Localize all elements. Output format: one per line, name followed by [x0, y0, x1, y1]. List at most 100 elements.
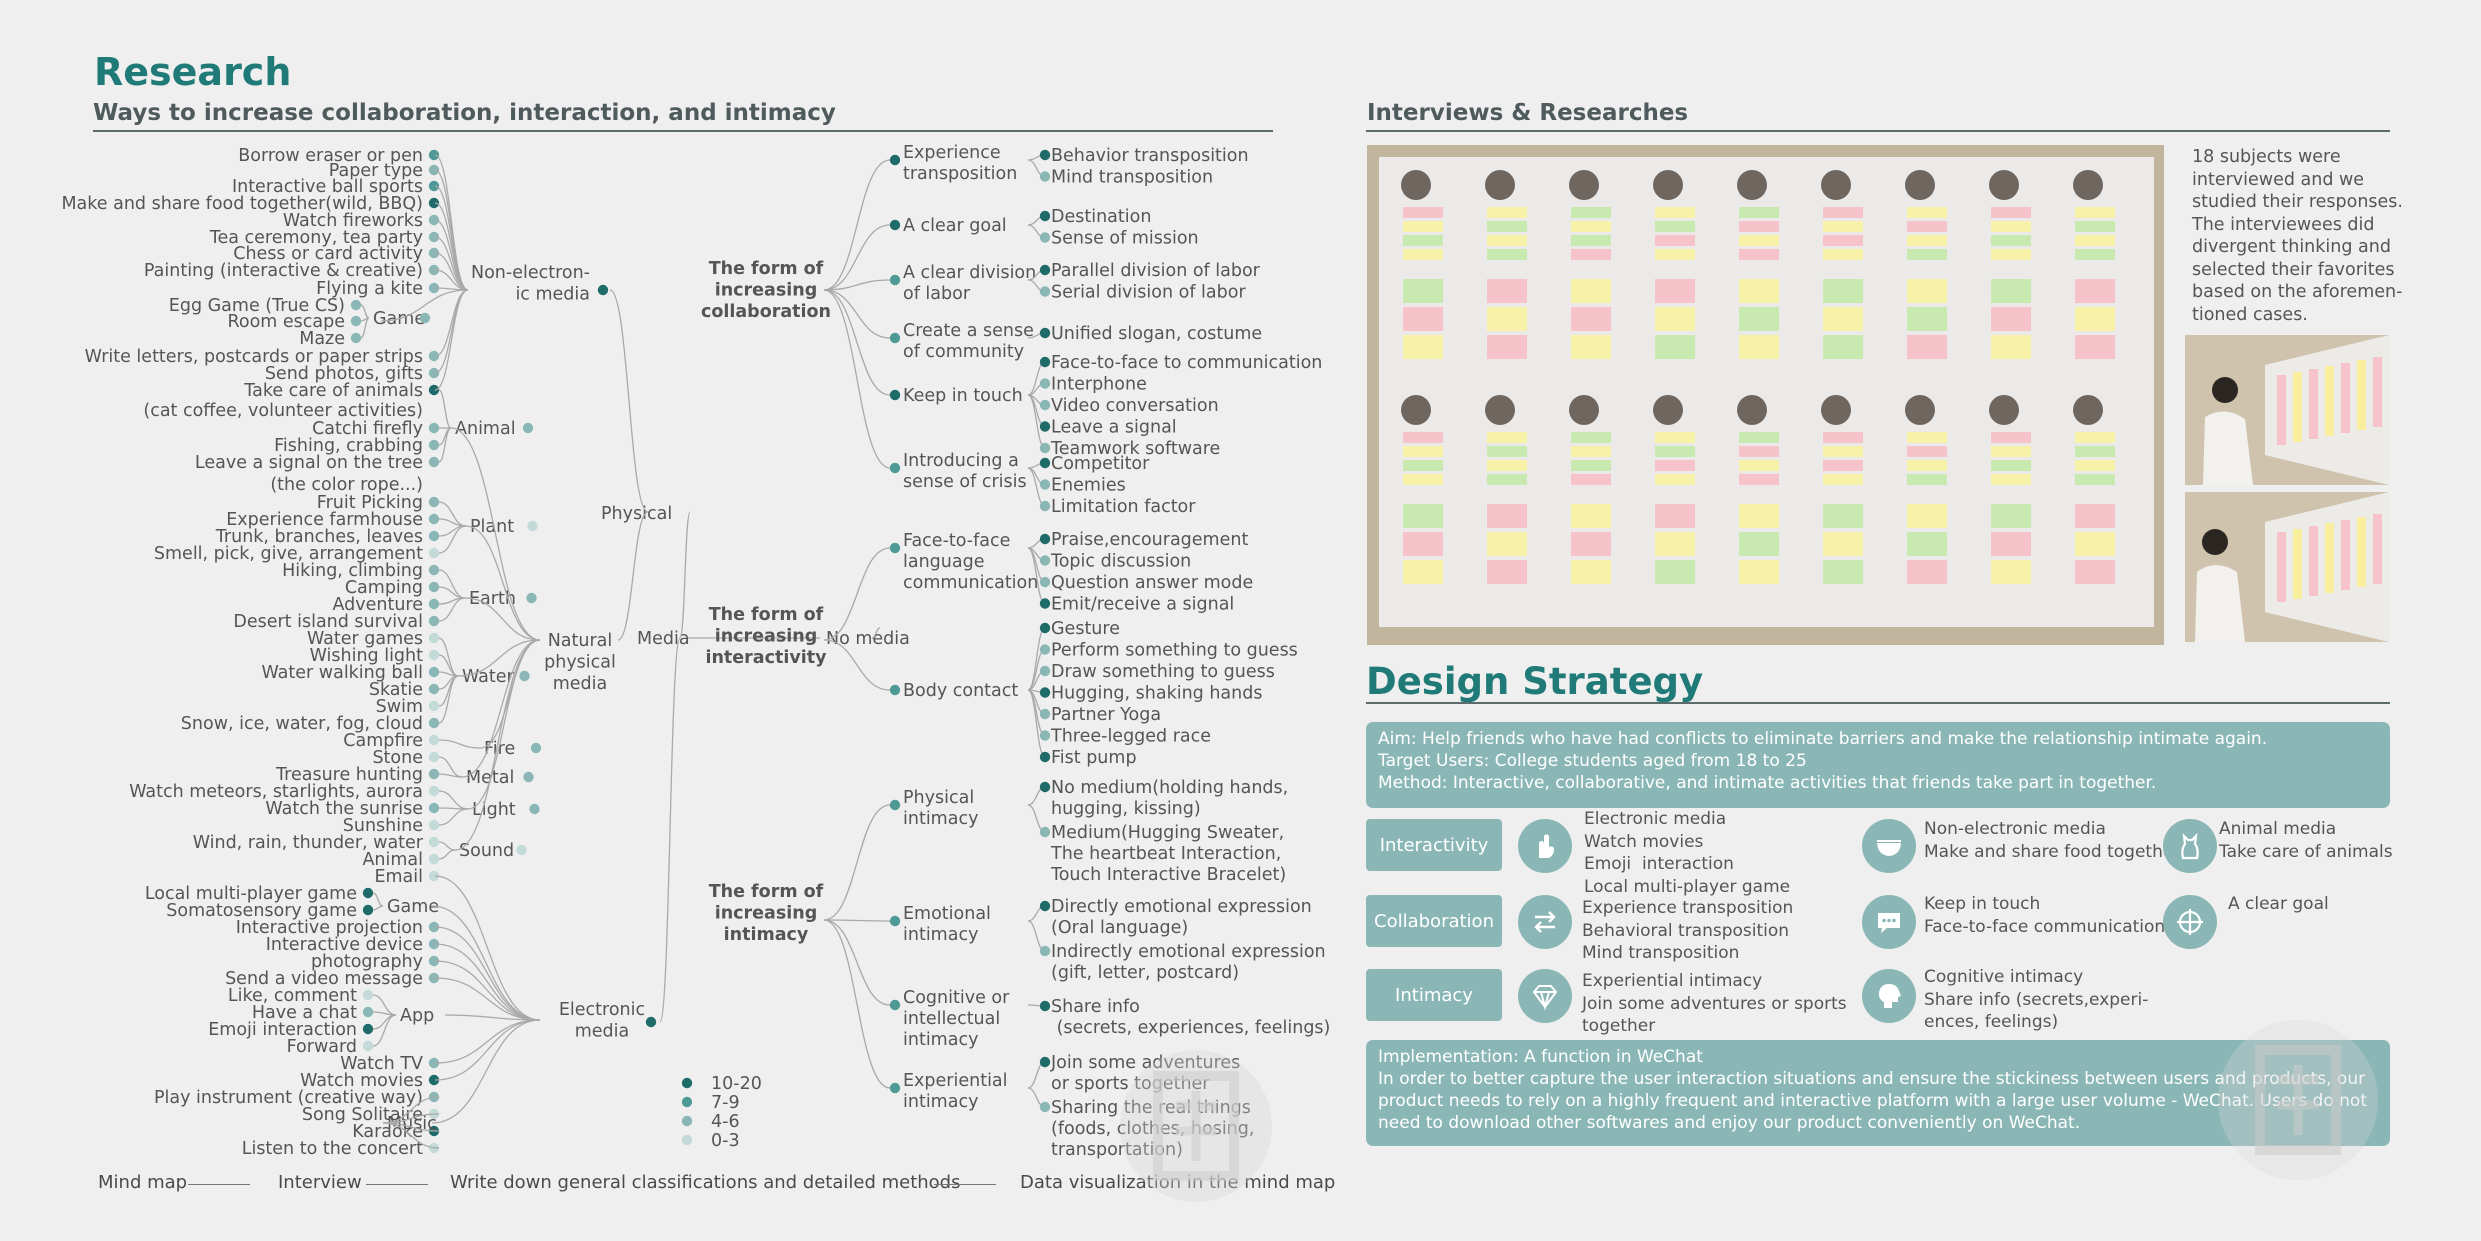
- leaf-label: (cat coffee, volunteer activities): [143, 401, 423, 421]
- sticky-note: [1571, 221, 1611, 232]
- sticky-note: [1823, 307, 1863, 331]
- subject-avatar: [1737, 395, 1767, 425]
- sticky-note: [1487, 532, 1527, 556]
- legend-dot: [428, 649, 440, 661]
- sub-item: Face-to-face to communication: [1051, 353, 1322, 373]
- interviews-rule: [1366, 130, 2390, 132]
- sticky-note: [1571, 460, 1611, 471]
- category-fire: Fire: [484, 739, 515, 759]
- leaf-label: Local multi-player game: [145, 884, 357, 904]
- connector: [659, 637, 681, 1023]
- legend-dot: [681, 1096, 693, 1108]
- leaf-label: Water walking ball: [261, 663, 423, 683]
- sticky-note: [1655, 335, 1695, 359]
- process-step-interview: Interview: [278, 1172, 362, 1193]
- sticky-note: [1907, 249, 1947, 260]
- branch-nomedia: No media: [826, 629, 910, 649]
- connector: [434, 289, 469, 391]
- sticky-note: [2075, 221, 2115, 232]
- legend-dot: [428, 1074, 440, 1086]
- sticky-note: [1487, 221, 1527, 232]
- sticky-note: [1907, 446, 1947, 457]
- sticky-note: [1655, 560, 1695, 584]
- leaf-label: Interactive device: [266, 935, 423, 955]
- leaf-label: Maze: [299, 329, 345, 349]
- legend-dot: [428, 802, 440, 814]
- leaf-label: Watch the sunrise: [265, 799, 423, 819]
- sub-item: Leave a signal: [1051, 418, 1177, 438]
- legend-label: 10-20: [711, 1074, 762, 1094]
- sticky-note: [1907, 474, 1947, 485]
- interactivity-animal-text: Animal media Take care of animals: [2219, 819, 2393, 862]
- connector: [380, 289, 469, 322]
- sticky-note: [1571, 279, 1611, 303]
- process-step-classification: Write down general classifications and d…: [450, 1172, 961, 1193]
- sticky-note: [1403, 504, 1443, 528]
- sub-item: Parallel division of labor: [1051, 261, 1261, 281]
- process-connector: [188, 1184, 250, 1185]
- interactivity-nonelectronic-text: Non-electronic media Make and share food…: [1924, 819, 2181, 862]
- leaf-label: photography: [311, 952, 423, 972]
- sticky-note: [1571, 446, 1611, 457]
- legend-dot: [1039, 232, 1051, 243]
- legend-dot: [428, 768, 440, 780]
- legend-dot: [428, 564, 440, 576]
- sticky-note: [1487, 432, 1527, 443]
- subject-avatar: [2073, 395, 2103, 425]
- interviews-title: Interviews & Researches: [1367, 100, 1689, 126]
- legend-dot: [428, 1057, 440, 1069]
- bowl-icon: [1862, 819, 1916, 873]
- sticky-note: [1823, 207, 1863, 218]
- sub-item: Competitor: [1051, 454, 1150, 474]
- leaf-label: Chess or card activity: [233, 244, 423, 264]
- legend-dot: [362, 887, 374, 899]
- leaf-label: Egg Game (True CS): [169, 296, 345, 316]
- legend-dot: [1039, 945, 1051, 957]
- leaf-label: Email: [374, 867, 423, 887]
- connector: [823, 639, 891, 691]
- legend-dot: [889, 219, 901, 231]
- legend-dot: [350, 332, 362, 344]
- sticky-note: [1571, 532, 1611, 556]
- leaf-label: Watch movies: [300, 1071, 423, 1091]
- legend-dot: [428, 717, 440, 729]
- leaf-label: Skatie: [369, 680, 423, 700]
- legend-dot: [1039, 378, 1051, 389]
- sticky-note: [1655, 235, 1695, 246]
- sticky-note: [1655, 446, 1695, 457]
- connector: [434, 926, 541, 1021]
- connector: [438, 597, 466, 622]
- legend-dot: [428, 164, 440, 176]
- legend-dot: [428, 615, 440, 627]
- diamond-icon: [1518, 969, 1572, 1023]
- legend-dot: [1039, 264, 1051, 276]
- legend-dot: [1039, 286, 1051, 297]
- chat-icon: [1862, 895, 1916, 949]
- sticky-note: [1403, 335, 1443, 359]
- aim-text: Aim: Help friends who have had conflicts…: [1378, 729, 2268, 749]
- connector: [431, 1019, 541, 1124]
- sticky-note: [1991, 460, 2031, 471]
- sticky-note: [1487, 460, 1527, 471]
- sticky-note: [1907, 460, 1947, 471]
- sticky-note: [1991, 335, 2031, 359]
- sticky-note: [1655, 249, 1695, 260]
- sticky-note: [2357, 360, 2366, 430]
- leaf-label: Interactive projection: [236, 918, 423, 938]
- connector: [823, 919, 891, 1006]
- legend-dot: [681, 1077, 693, 1089]
- leaf-label: Leave a signal on the tree: [195, 453, 423, 473]
- legend-dot: [889, 1082, 901, 1094]
- connector: [438, 773, 463, 778]
- connector: [438, 525, 467, 554]
- sticky-note: [2075, 460, 2115, 471]
- sticky-note: [1403, 460, 1443, 471]
- connector: [438, 841, 456, 851]
- subject-avatar: [1401, 395, 1431, 425]
- sticky-note: [1991, 560, 2031, 584]
- connector: [434, 977, 541, 1021]
- sticky-note: [1655, 474, 1695, 485]
